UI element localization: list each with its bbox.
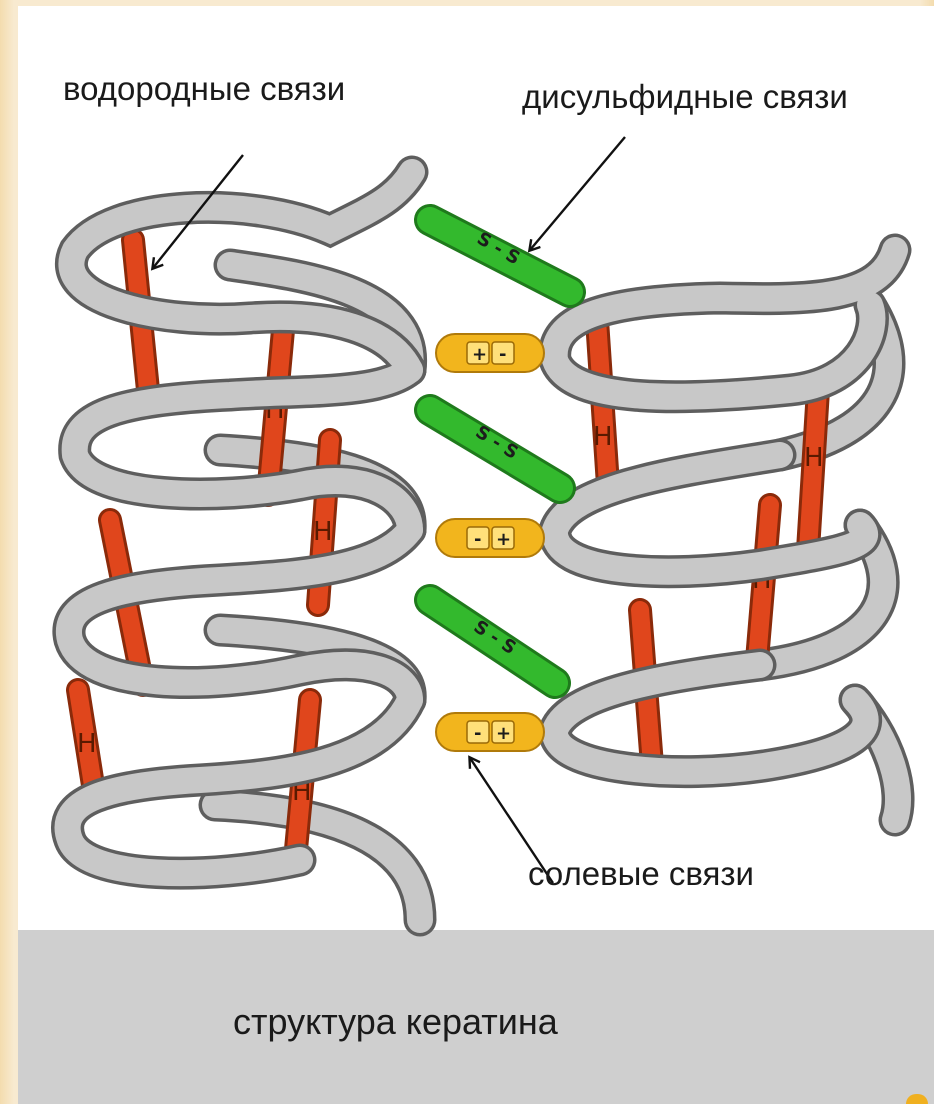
hydrogen-bonds-label: водородные связи (63, 70, 345, 108)
salt-charge: - (474, 723, 481, 744)
h-bond-label: H (804, 443, 824, 473)
salt-charge: + (472, 344, 487, 365)
h-bond-label: H (77, 729, 97, 759)
salt-charge: - (499, 344, 506, 365)
figure-caption: структура кератина (233, 1001, 558, 1043)
salt-charge: - (474, 529, 481, 550)
salt-charge: + (496, 529, 511, 550)
h-bond-label: H (313, 517, 333, 547)
salt-charge: + (496, 723, 511, 744)
disulfide-bonds-label: дисульфидные связи (522, 78, 848, 116)
salt-bonds-label: солевые связи (528, 855, 754, 893)
disulfide-bonds: S - S S - S S - S (430, 220, 570, 683)
h-bond-label: H (593, 422, 613, 452)
salt-bonds: + - - + - + (436, 334, 544, 751)
arrow-disulfide (530, 137, 625, 250)
keratin-structure-diagram: H H H H H H H H H (0, 0, 934, 940)
